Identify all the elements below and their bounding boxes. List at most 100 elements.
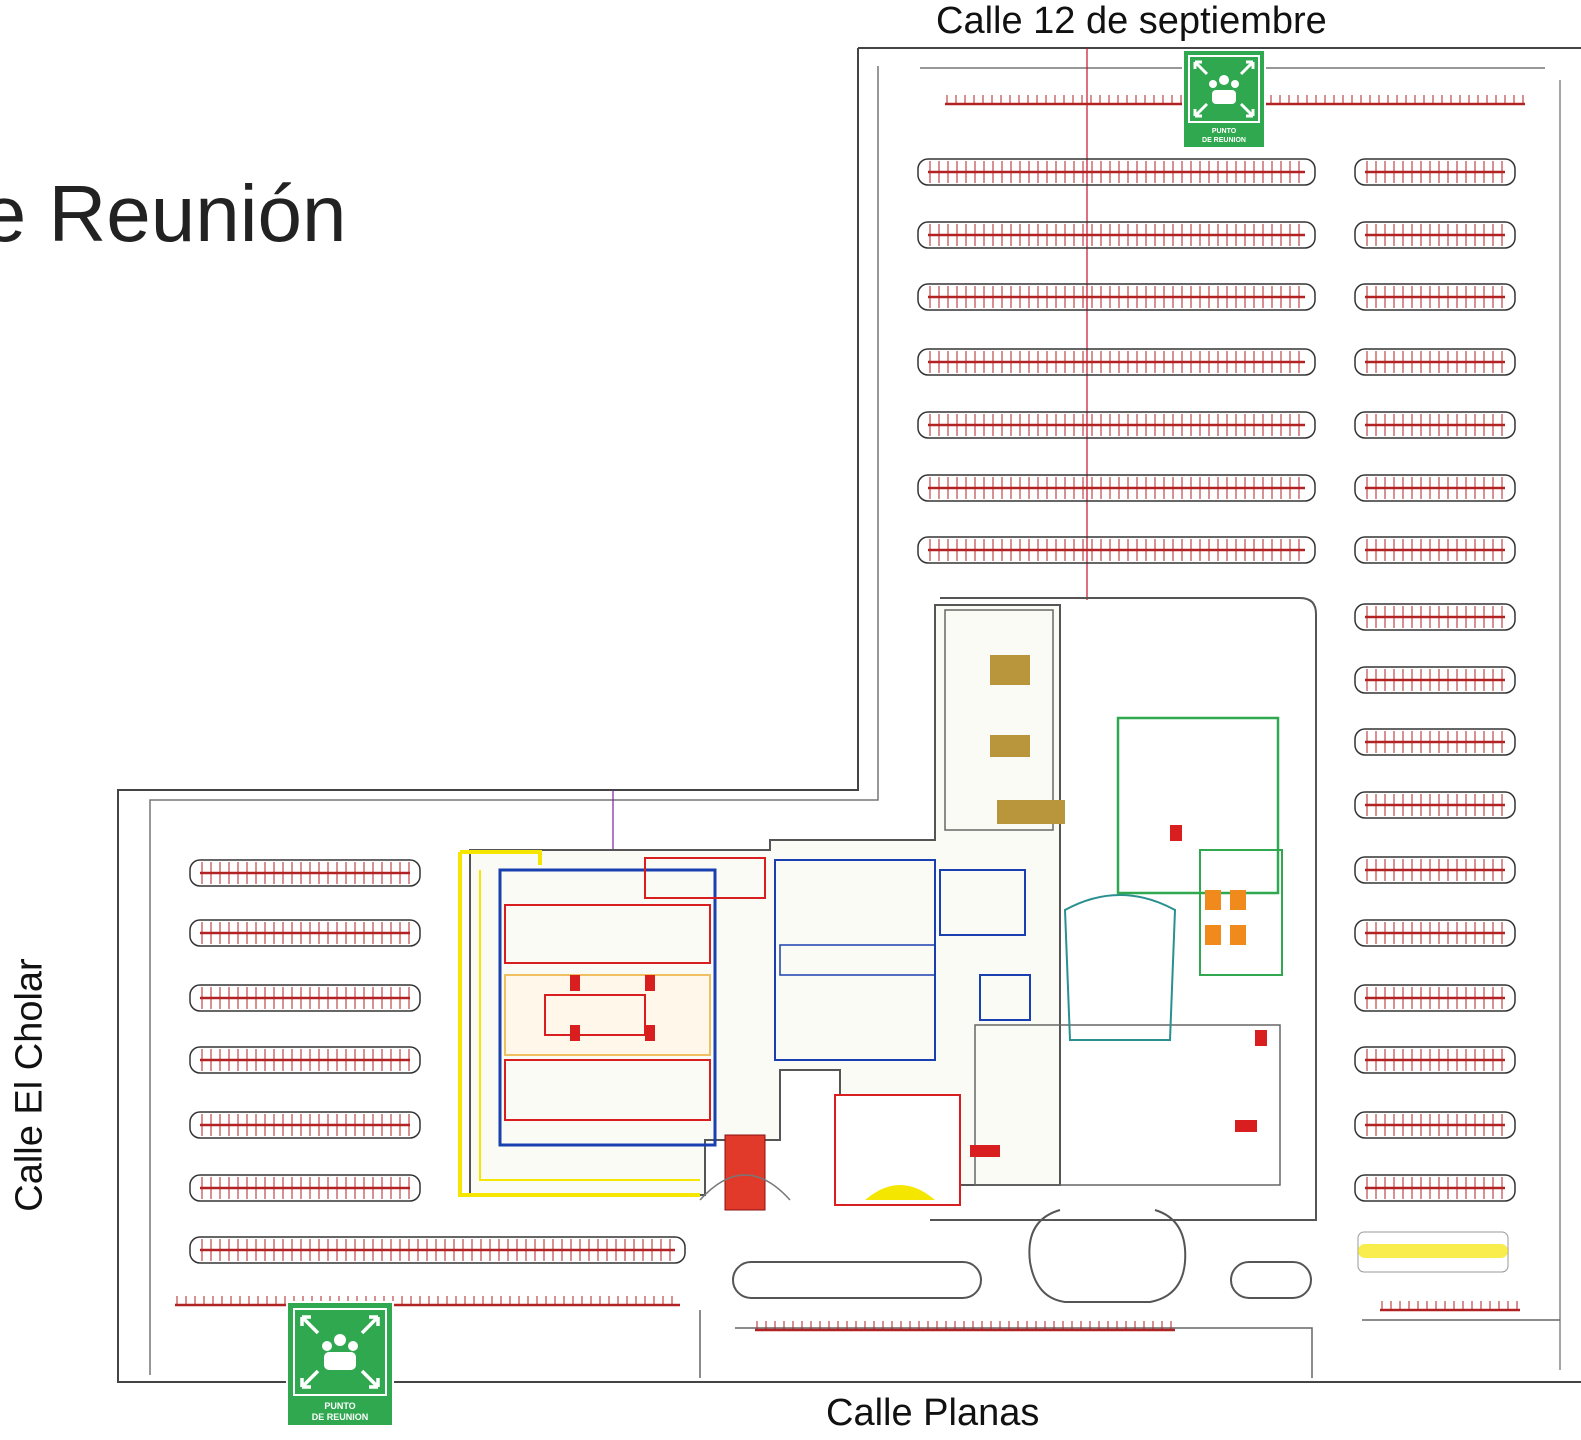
parking-row [189,1174,421,1202]
parking-island [917,348,1316,376]
parking-row [1354,1174,1516,1202]
parking-row [1354,221,1516,249]
parking-stalls [176,1296,673,1305]
parking-row [1354,474,1516,502]
orange-furniture [1205,890,1221,910]
parking-island [1354,984,1516,1012]
parking-island [1354,791,1516,819]
parking-stalls [1366,1114,1503,1136]
parking-row [1354,348,1516,376]
red-fixture [1235,1120,1257,1132]
assembly-point-label: DE REUNION [312,1412,369,1422]
red-fixture [645,1025,655,1041]
parking-stalls [1366,1177,1503,1199]
parking-stalls [1366,161,1503,183]
orange-furniture [1230,925,1246,945]
building-outline [469,604,1061,1196]
parking-island [917,411,1316,439]
parking-island [189,1236,686,1264]
parking-row [755,1321,1175,1332]
parking-island [1354,856,1516,884]
assembly-point-sign-top: PUNTO DE REUNION [1182,49,1266,149]
parking-stalls [201,1049,410,1071]
arrow-icon [1239,60,1255,76]
arrow-icon [1193,102,1209,118]
orange-furniture [1230,890,1246,910]
assembly-point-label: PUNTO [1212,128,1237,135]
entrance-stairs [724,1134,766,1211]
road-island [1357,1231,1509,1273]
entrance-plaza [699,1174,791,1201]
parking-row [917,474,1316,502]
parking-island [1354,728,1516,756]
hall-central [504,974,711,1056]
atrium [1063,894,1177,1041]
parking-row [1354,158,1516,186]
auditorium-stage [865,1185,935,1200]
tan-room [990,735,1030,757]
parking-row [189,919,421,947]
orange-furniture [1205,925,1221,945]
rooms-row [504,904,711,964]
red-fixture [645,975,655,991]
arrow-icon [300,1315,320,1335]
red-fixture [1255,1030,1267,1046]
parking-row [175,1296,680,1307]
parking-stalls [201,922,410,944]
parking-row [1354,283,1516,311]
parking-island [917,158,1316,186]
parking-stalls [201,1239,671,1261]
parking-island [1354,1111,1516,1139]
parking-row [1354,1046,1516,1074]
arrow-icon [360,1369,380,1389]
parking-row [1354,411,1516,439]
parking-row [1354,603,1516,631]
hall-stage [544,994,646,1036]
parking-island [1354,474,1516,502]
bottom-road-edge [699,1310,1560,1378]
parking-stalls [201,1177,410,1199]
road-island [732,1261,982,1299]
building-east-wing [944,609,1054,831]
parking-island [1354,411,1516,439]
meeting-room-green [1116,716,1280,895]
parking-row [189,859,421,887]
parking-stalls [756,1321,1172,1330]
assembly-point-sign-bottom: PUNTO DE REUNION [286,1301,394,1427]
roundabout-island [1028,1209,1187,1303]
arrow-icon [1239,102,1255,118]
lot-outline [117,47,1581,1383]
parking-stalls [929,414,1300,436]
parking-row [1354,791,1516,819]
parking-island [189,1046,421,1074]
parking-stalls [929,161,1300,183]
parking-row [917,158,1316,186]
red-fixture [1170,825,1182,841]
road-island [1230,1261,1312,1299]
parking-island [1354,1174,1516,1202]
inner-road-edge [149,66,879,1375]
parking-island [189,984,421,1012]
parking-row [189,984,421,1012]
parking-row [1354,856,1516,884]
yellow-perimeter-path [458,850,700,1197]
assembly-point-label: PUNTO [324,1401,355,1411]
parking-island [1354,603,1516,631]
parking-stalls [1366,1049,1503,1071]
parking-stalls [1366,922,1503,944]
parking-island [1354,666,1516,694]
parking-stalls [1366,351,1503,373]
arrow-icon [1193,60,1209,76]
parking-row [917,348,1316,376]
parking-stalls [1381,1301,1518,1310]
room-block [644,857,766,899]
parking-island [189,859,421,887]
rooms-row [504,1059,711,1121]
parking-stalls [1366,477,1503,499]
parking-stalls [201,987,410,1009]
street-label-bottom: Calle Planas [826,1392,1040,1434]
parking-row [917,536,1316,564]
parking-stalls [929,539,1300,561]
parking-stalls [201,862,410,884]
